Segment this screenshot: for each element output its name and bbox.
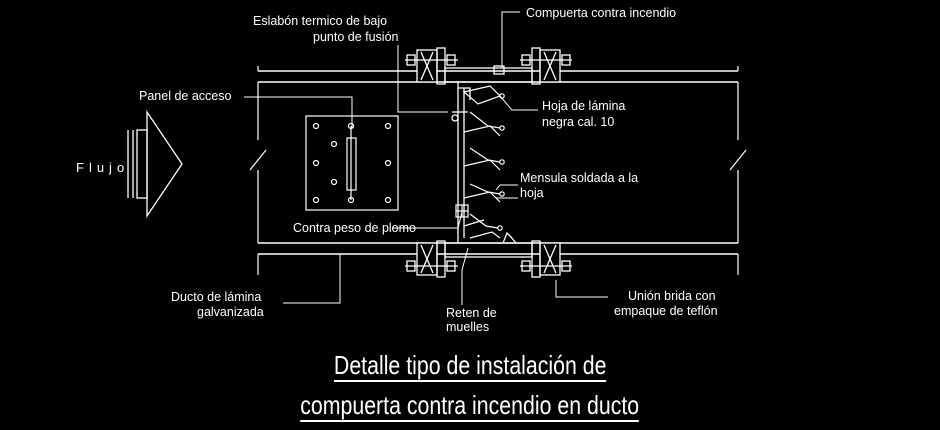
- label-mensula-1: Mensula soldada a la: [520, 171, 638, 185]
- access-panel: [305, 115, 399, 211]
- damper-frame: [451, 82, 471, 243]
- duct-break-lines: [249, 66, 747, 275]
- flange-bottom-left: [405, 240, 458, 278]
- flange-top-right: [520, 47, 572, 85]
- flange-top-left: [405, 47, 458, 85]
- label-reten-1: Reten de: [446, 306, 497, 320]
- label-ducto-2: galvanizada: [197, 305, 264, 319]
- title-line-2: compuerta contra incendio en ducto: [0, 390, 940, 422]
- leader-lines: [244, 11, 608, 305]
- title-line-1: Detalle tipo de instalación de: [0, 350, 940, 382]
- damper-blades: [462, 85, 505, 239]
- label-union-2: empaque de teflón: [614, 304, 718, 318]
- label-hoja-1: Hoja de lámina: [542, 99, 625, 113]
- label-compuerta: Compuerta contra incendio: [526, 6, 676, 20]
- label-flujo: Flujo: [76, 160, 129, 175]
- label-union-1: Unión brida con: [628, 289, 716, 303]
- label-panel: Panel de acceso: [139, 89, 231, 103]
- flange-bottom-right: [520, 240, 572, 278]
- flow-arrow: [127, 109, 183, 219]
- label-ducto-1: Ducto de lámina: [171, 290, 261, 304]
- label-eslabon-1: Eslabón termico de bajo: [253, 14, 387, 28]
- label-mensula-2: hoja: [520, 186, 544, 200]
- label-eslabon-2: punto de fusión: [313, 30, 399, 44]
- label-hoja-2: negra cal. 10: [542, 115, 614, 129]
- counterweight: [455, 204, 469, 218]
- damper-sleeve: [444, 65, 533, 258]
- title-line-2-text: compuerta contra incendio en ducto: [300, 390, 640, 422]
- label-contrapeso: Contra peso de plomo: [293, 221, 416, 235]
- label-reten-2: muelles: [446, 320, 489, 334]
- title-line-1-text: Detalle tipo de instalación de: [333, 350, 607, 382]
